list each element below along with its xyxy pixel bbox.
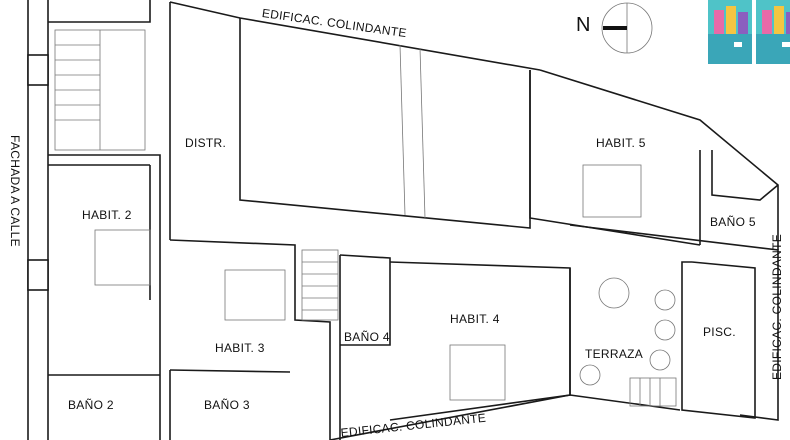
- label-terraza: TERRAZA: [585, 347, 644, 361]
- bottom-boundary-wall: [329, 394, 571, 440]
- thumbnail-image-2: [756, 0, 790, 64]
- label-pisc: PISC.: [703, 325, 736, 339]
- pool-outline: [681, 261, 756, 419]
- terraza-outer-wall: [569, 224, 779, 421]
- label-bano4: BAÑO 4: [344, 330, 390, 344]
- hall-room-walls: [239, 18, 531, 229]
- habit5-outer-wall: [539, 69, 779, 250]
- top-boundary-wall: [169, 1, 541, 71]
- habit3-walls: [169, 239, 331, 440]
- terrace-table: [598, 277, 630, 309]
- label-street-facade: FACHADA A CALLE: [8, 135, 22, 247]
- habit3-bottom-wall: [169, 369, 291, 373]
- label-habit5: HABIT. 5: [596, 136, 646, 150]
- bano4-walls: [339, 254, 391, 346]
- stair-middle: [301, 249, 339, 321]
- terraza-bottom-wall: [569, 394, 681, 411]
- label-habit3: HABIT. 3: [215, 341, 265, 355]
- label-bano2: BAÑO 2: [68, 398, 114, 412]
- habit4-walls: [389, 261, 571, 421]
- label-habit2: HABIT. 2: [82, 208, 132, 222]
- bed-habit3: [224, 269, 286, 321]
- label-right-neighbor: EDIFICAC. COLINDANTE: [770, 233, 784, 380]
- bano5-walls: [711, 150, 779, 201]
- bed-habit5: [582, 164, 642, 218]
- habit2-walls: [48, 154, 161, 300]
- label-distr: DISTR.: [185, 136, 227, 150]
- habit5-inner-wall: [529, 70, 701, 246]
- compass-north-letter: N: [576, 14, 591, 36]
- label-bano5: BAÑO 5: [710, 215, 756, 229]
- thumbnail-image-1: [708, 0, 752, 64]
- bed-habit4: [449, 344, 506, 401]
- label-bano3: BAÑO 3: [204, 398, 250, 412]
- stair-block-top: [48, 0, 151, 23]
- bed-habit2: [94, 229, 151, 286]
- facade-window: [27, 54, 49, 86]
- facade-window: [27, 259, 49, 291]
- label-habit4: HABIT. 4: [450, 312, 500, 326]
- stair-terrace: [629, 377, 677, 407]
